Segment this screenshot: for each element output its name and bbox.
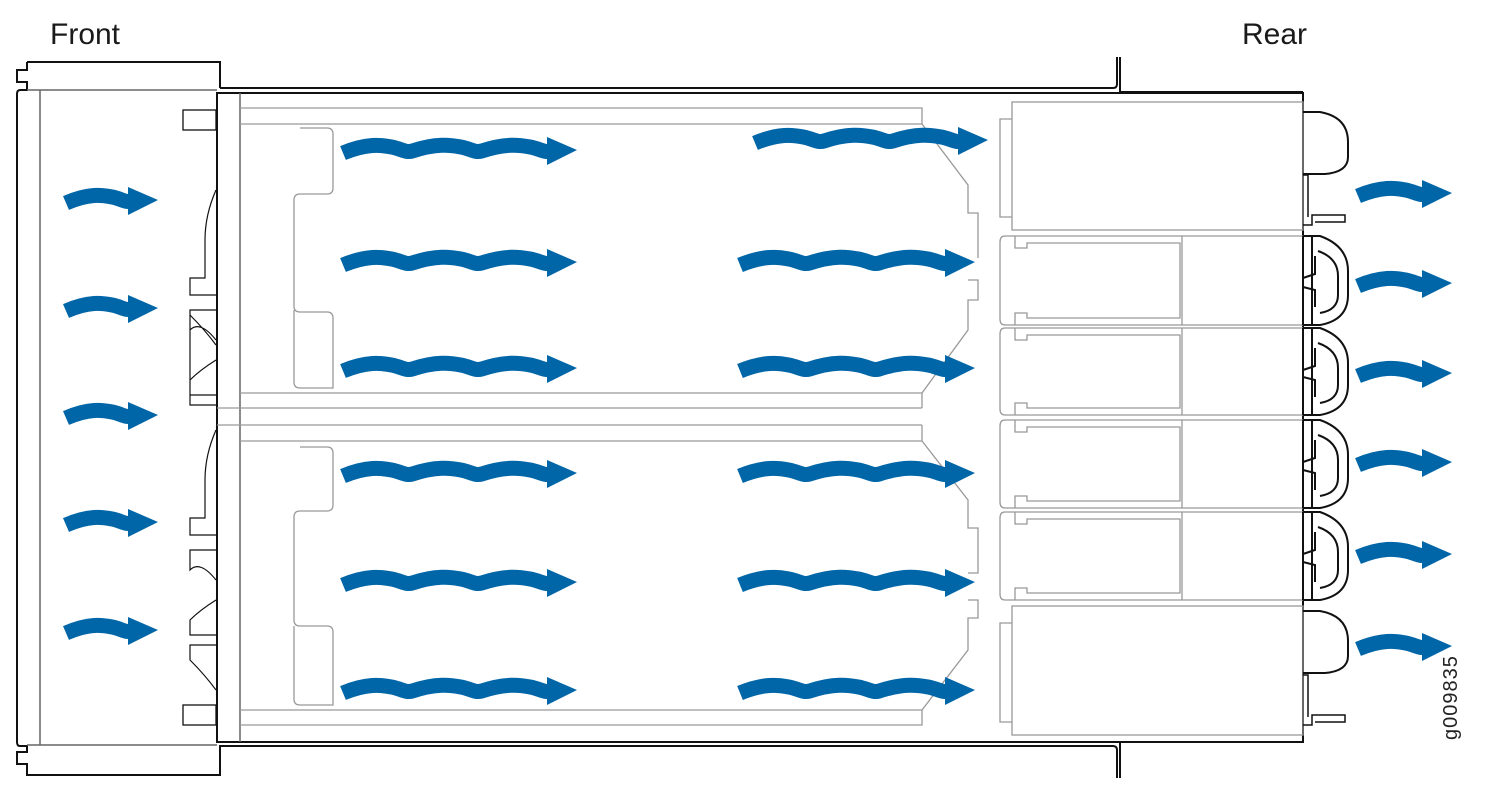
airflow-arrow [737,249,975,277]
airflow-arrow [63,402,158,430]
front-bezel [16,61,221,776]
airflow-arrow [737,355,975,383]
psu-module [1011,605,1304,736]
rear-label: Rear [1242,18,1308,51]
airflow-arrow [737,569,975,597]
psu-handle[interactable] [1303,610,1349,674]
airflow-arrow [340,355,577,383]
airflow-arrow [340,249,577,277]
fan-handle[interactable] [1302,235,1349,326]
airflow-arrows [63,127,1452,705]
chassis-body [216,57,1304,778]
fan-handle[interactable] [1302,327,1349,416]
psu-handle[interactable] [1303,111,1349,175]
fan-module [999,235,1303,326]
front-label: Front [50,18,121,51]
fan-handle[interactable] [1302,511,1349,601]
airflow-arrow [1355,270,1452,298]
airflow-arrow [340,137,577,165]
psu-latch[interactable] [1303,174,1346,226]
fan-clip [189,429,217,691]
airflow-arrow [737,677,975,705]
psu-latch[interactable] [1303,674,1346,726]
airflow-arrow [1355,360,1452,388]
airflow-arrow [1355,449,1452,477]
fan-clip [189,189,217,406]
airflow-arrow [340,677,577,705]
airflow-arrow [737,460,975,488]
airflow-arrow [752,127,988,155]
fan-tray-latches [182,109,217,726]
airflow-arrow [340,460,577,488]
airflow-arrow [1355,180,1452,208]
power-supplies [999,101,1349,736]
psu-module [1011,101,1304,231]
fan-handle[interactable] [1302,419,1349,509]
airflow-arrow [63,187,158,215]
airflow-arrow [340,569,577,597]
airflow-arrow [63,617,158,645]
airflow-arrow [63,295,158,323]
fan-module [999,327,1303,416]
fan-module [999,511,1303,601]
fan-module [999,419,1303,509]
airflow-arrow [63,509,158,537]
airflow-arrow [1355,633,1452,661]
airflow-arrow [1355,541,1452,569]
